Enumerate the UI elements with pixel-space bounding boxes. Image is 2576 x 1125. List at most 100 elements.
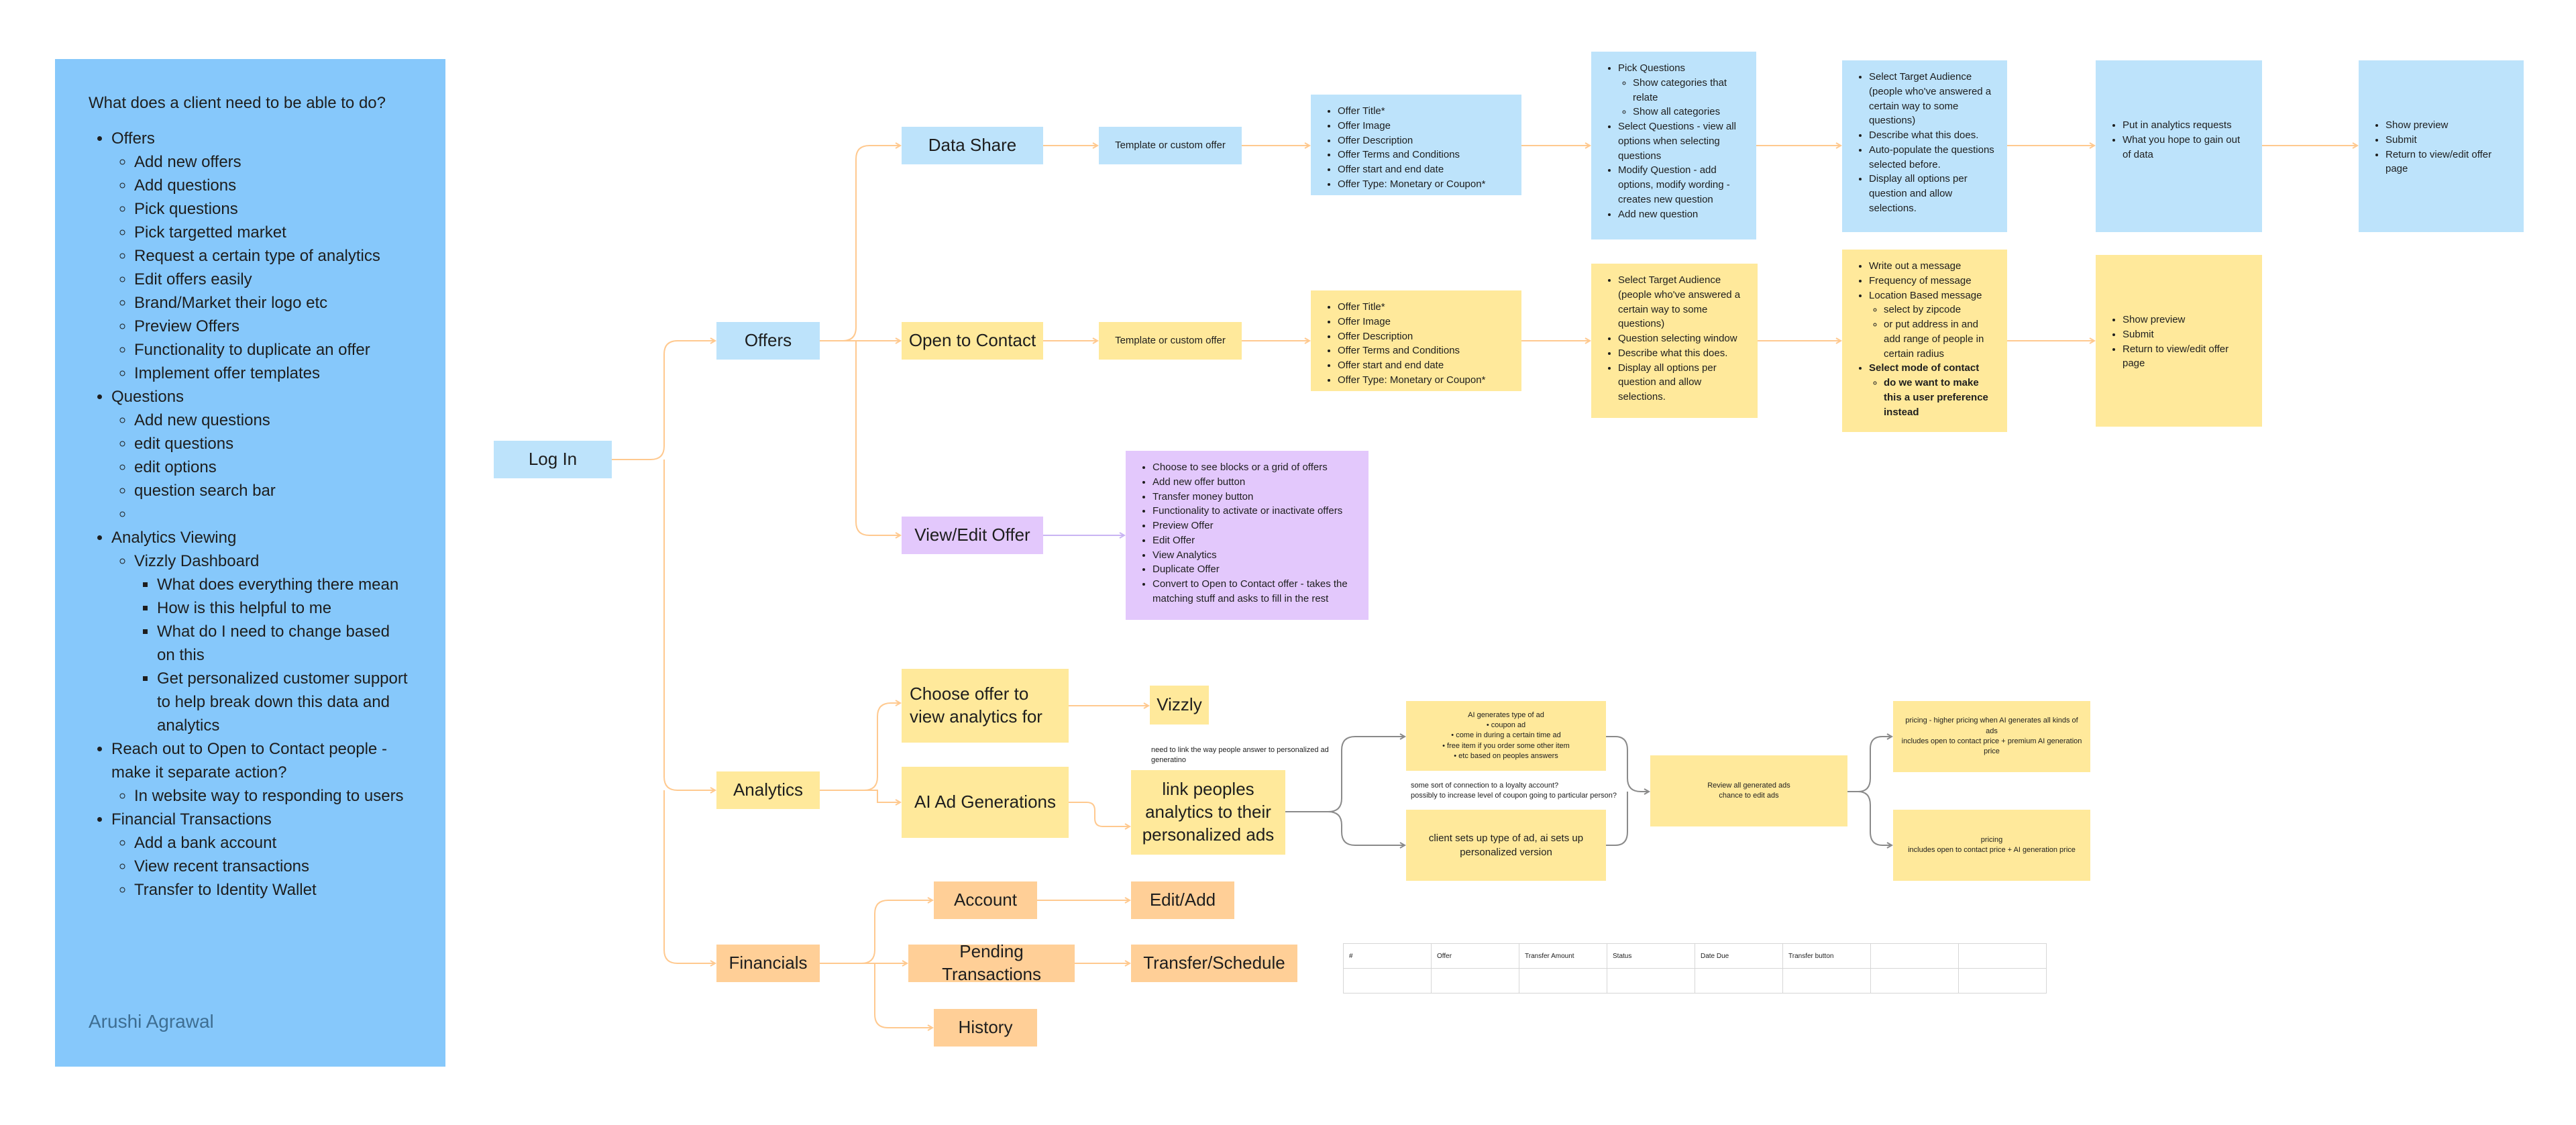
ai-ad-generations-node[interactable]: AI Ad Generations <box>902 767 1069 838</box>
link-peoples-analytics-node[interactable]: link peoples analytics to their personal… <box>1131 770 1285 855</box>
table-header-cell: Status <box>1607 943 1695 969</box>
template-or-custom-offer-ds[interactable]: Template or custom offer <box>1099 127 1242 164</box>
analytics-node[interactable]: Analytics <box>716 771 820 809</box>
note-loyalty-line: possibly to increase level of coupon goi… <box>1411 792 1617 800</box>
bullet-item: Return to view/edit offer page <box>2123 342 2250 372</box>
bullet-text: Select mode of contact <box>1869 362 1980 374</box>
pricing1-line: includes open to contact price + premium… <box>1901 737 2082 756</box>
pricing1-line: pricing - higher pricing when AI generat… <box>1905 716 2078 735</box>
table-cell <box>1431 968 1519 994</box>
account-node[interactable]: Account <box>934 881 1037 919</box>
author-name: Arushi Agrawal <box>89 1011 214 1032</box>
requirement-label: Transfer to Identity Wallet <box>134 881 317 899</box>
requirement-label: Add new questions <box>134 411 270 429</box>
table-cell <box>1607 968 1695 994</box>
bullet-item: Add new offer button <box>1152 475 1356 490</box>
requirement-sublist: In website way to responding to users <box>111 784 412 808</box>
bullet-text: Location Based message <box>1869 289 1982 301</box>
choose-offer-node[interactable]: Choose offer to view analytics for <box>902 669 1069 743</box>
requirement-item: Vizzly DashboardWhat does everything the… <box>134 549 412 737</box>
requirement-label: Vizzly Dashboard <box>134 552 260 570</box>
requirement-item: Functionality to duplicate an offer <box>134 338 412 362</box>
requirement-item: What does everything there mean <box>157 573 412 596</box>
data-share-node[interactable]: Data Share <box>902 127 1043 164</box>
requirement-item: How is this helpful to me <box>157 596 412 620</box>
edit-add-node[interactable]: Edit/Add <box>1131 881 1234 919</box>
requirement-item: edit questions <box>134 432 412 456</box>
table-cell <box>1343 968 1432 994</box>
bullet-item: Offer Type: Monetary or Coupon* <box>1338 177 1509 192</box>
bullet-item: Write out a message <box>1869 259 1995 274</box>
bullet-item: Submit <box>2385 133 2512 148</box>
table-header-cell: Transfer Amount <box>1519 943 1607 969</box>
table-row <box>1343 968 2047 994</box>
ds-preview-box: Show previewSubmitReturn to view/edit of… <box>2359 60 2524 232</box>
table-header-cell: Offer <box>1431 943 1519 969</box>
bullet-text: Transfer money button <box>1152 490 1254 502</box>
bullet-item: Edit Offer <box>1152 533 1356 548</box>
bullet-item: Show all categories <box>1633 105 1744 119</box>
connector-ai-link <box>1069 802 1130 826</box>
transfer-schedule-node[interactable]: Transfer/Schedule <box>1131 945 1297 982</box>
bullet-item: Preview Offer <box>1152 519 1356 533</box>
bullet-item: Offer Description <box>1338 133 1509 148</box>
requirement-item: Brand/Market their logo etc <box>134 291 412 315</box>
bullet-text: Offer Title* <box>1338 105 1385 117</box>
bullet-item: Frequency of message <box>1869 274 1995 288</box>
bullet-text: Convert to Open to Contact offer - takes… <box>1152 578 1348 604</box>
bullet-item: Offer Terms and Conditions <box>1338 343 1509 358</box>
bullet-item: Pick QuestionsShow categories that relat… <box>1618 61 1744 119</box>
transactions-table: # Offer Transfer Amount Status Date Due … <box>1343 943 2047 994</box>
bullet-sublist: Show categories that relateShow all cate… <box>1618 76 1744 119</box>
ds-questions-box: Pick QuestionsShow categories that relat… <box>1591 52 1756 239</box>
bullet-item: Offer Image <box>1338 315 1509 329</box>
requirement-sublist: What does everything there meanHow is th… <box>134 573 412 737</box>
ai-type-line: • coupon ad <box>1486 720 1526 729</box>
bullet-sublist: do we want to make this a user preferenc… <box>1869 376 1995 419</box>
bullet-list: Offer Title*Offer ImageOffer Description… <box>1323 300 1509 388</box>
bullet-text: Describe what this does. <box>1618 347 1728 359</box>
bullet-list: Show previewSubmitReturn to view/edit of… <box>2108 313 2250 371</box>
requirement-item: question search bar <box>134 479 412 502</box>
requirement-item: Analytics ViewingVizzly DashboardWhat do… <box>111 526 412 737</box>
connector-review-pricing2 <box>1858 791 1892 845</box>
requirement-label: Request a certain type of analytics <box>134 247 380 265</box>
requirement-item: OffersAdd new offersAdd questionsPick qu… <box>111 127 412 385</box>
bullet-item: Offer Title* <box>1338 300 1509 315</box>
open-to-contact-node[interactable]: Open to Contact <box>902 322 1043 360</box>
requirement-label: Questions <box>111 388 184 406</box>
pricing-premium-box: pricing - higher pricing when AI generat… <box>1893 701 2090 772</box>
bullet-list: Pick QuestionsShow categories that relat… <box>1603 61 1744 221</box>
history-node[interactable]: History <box>934 1009 1037 1047</box>
requirement-item: Add a bank account <box>134 831 412 855</box>
login-node[interactable]: Log In <box>494 441 612 478</box>
bullet-text: Duplicate Offer <box>1152 564 1220 576</box>
bullet-text: Return to view/edit offer page <box>2123 343 2229 370</box>
table-cell <box>1519 968 1607 994</box>
bullet-item: Location Based messageselect by zipcodeo… <box>1869 288 1995 362</box>
requirement-item: Edit offers easily <box>134 268 412 291</box>
connector-offers-viewedit <box>855 341 900 535</box>
requirement-item: Get personalized customer support to hel… <box>157 667 412 737</box>
bullet-text: Offer start and end date <box>1338 360 1444 371</box>
table-header-cell <box>1870 943 1959 969</box>
offers-node[interactable]: Offers <box>716 322 820 360</box>
bullet-item: Return to view/edit offer page <box>2385 148 2512 177</box>
bullet-item: Offer Image <box>1338 119 1509 133</box>
table-cell <box>1782 968 1871 994</box>
template-or-custom-offer-otc[interactable]: Template or custom offer <box>1099 322 1242 360</box>
vizzly-node[interactable]: Vizzly <box>1150 686 1209 725</box>
connector-analytics-choose <box>820 703 900 791</box>
bullet-text: Offer Type: Monetary or Coupon* <box>1338 178 1486 190</box>
requirement-label: Functionality to duplicate an offer <box>134 341 370 359</box>
bullet-item: Choose to see blocks or a grid of offers <box>1152 460 1356 475</box>
bullet-item: Show categories that relate <box>1633 76 1744 105</box>
financials-node[interactable]: Financials <box>716 945 820 982</box>
view-edit-offer-node[interactable]: View/Edit Offer <box>902 517 1043 554</box>
pending-transactions-node[interactable]: Pending Transactions <box>908 941 1075 984</box>
requirement-label: Financial Transactions <box>111 810 272 828</box>
bullet-text: Offer Description <box>1338 330 1413 342</box>
bullet-item: Offer Terms and Conditions <box>1338 148 1509 162</box>
connector-analytics-ai <box>864 790 900 802</box>
note-loyalty: some sort of connection to a loyalty acc… <box>1411 781 1625 802</box>
